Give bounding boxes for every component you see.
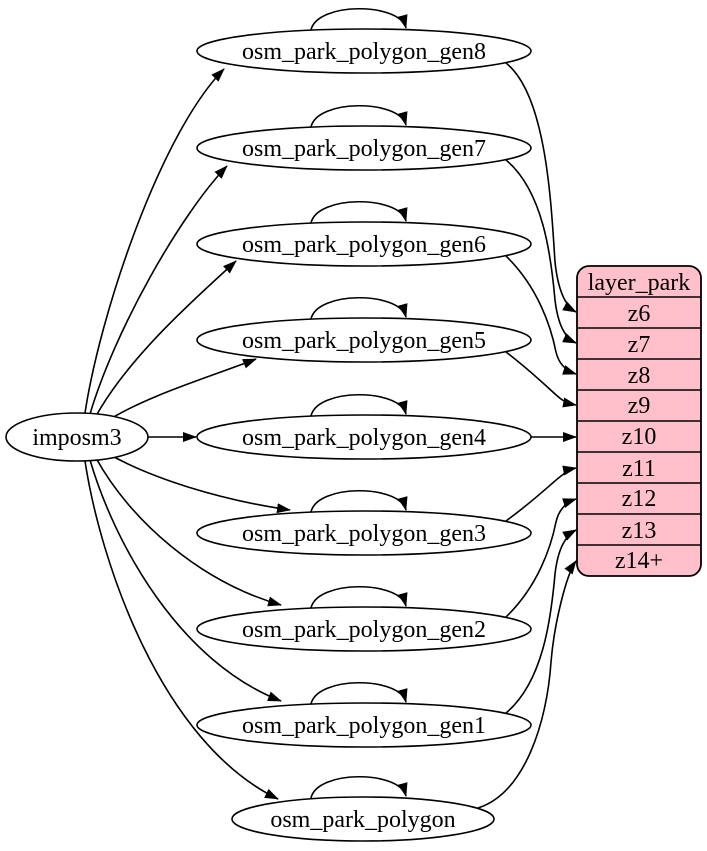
edge-imposm3-to-osm_park_polygon_gen6 <box>95 260 237 417</box>
node-osm_park_polygon_gen5: osm_park_polygon_gen5 <box>196 317 532 363</box>
osm_park_polygon_gen1-label: osm_park_polygon_gen1 <box>242 713 486 739</box>
osm_park_polygon_gen6-label: osm_park_polygon_gen6 <box>242 232 486 258</box>
osm_park_polygon_gen4-label: osm_park_polygon_gen4 <box>242 425 486 451</box>
edge-imposm3-to-osm_park_polygon_gen1 <box>89 459 282 702</box>
osm_park_polygon-label: osm_park_polygon <box>270 807 455 833</box>
layer_park-row-z10: z10 <box>622 424 657 450</box>
layer_park-row-z12: z12 <box>622 486 657 512</box>
imposm3-ellipse <box>5 412 149 462</box>
edge-osm_park_polygon_gen8-to-z6 <box>505 62 577 313</box>
edge-imposm3-to-osm_park_polygon <box>84 460 279 800</box>
osm_park_polygon_gen5-label: osm_park_polygon_gen5 <box>242 328 486 354</box>
node-osm_park_polygon_gen4: osm_park_polygon_gen4 <box>196 414 532 460</box>
node-layer_park: layer_park z6 z7 z8 z9 z10 z11 z12 z13 z… <box>576 265 702 577</box>
layer_park-row-z8: z8 <box>628 363 651 389</box>
layer_park-row-z11: z11 <box>622 456 656 482</box>
layer_park-row-z6: z6 <box>628 301 651 327</box>
layer_park-row-z13: z13 <box>622 518 657 544</box>
osm_park_polygon_gen7-ellipse <box>196 125 532 171</box>
layer_park-title: layer_park <box>588 270 691 296</box>
selfloop-osm_park_polygon_gen6 <box>310 200 408 224</box>
selfloop-osm_park_polygon_gen8 <box>310 7 408 31</box>
osm_park_polygon_gen4-ellipse <box>196 414 532 460</box>
edge-osm_park_polygon_gen2-to-z12 <box>505 498 577 618</box>
osm_park_polygon_gen6-ellipse <box>196 221 532 267</box>
edge-imposm3-to-osm_park_polygon_gen7 <box>89 165 228 415</box>
node-osm_park_polygon: osm_park_polygon <box>231 796 495 842</box>
osm_park_polygon_gen3-ellipse <box>196 510 532 556</box>
osm_park_polygon_gen2-label: osm_park_polygon_gen2 <box>242 617 486 643</box>
osm_park_polygon_gen7-label: osm_park_polygon_gen7 <box>242 136 486 162</box>
edge-imposm3-to-osm_park_polygon_gen8 <box>84 68 225 414</box>
selfloop-osm_park_polygon_gen2 <box>310 585 408 609</box>
edge-osm_park_polygon_gen3-to-z11 <box>505 465 577 522</box>
osm_park_polygon_gen8-label: osm_park_polygon_gen8 <box>242 39 486 65</box>
edge-osm_park_polygon_gen6-to-z8 <box>505 255 577 375</box>
osm_park_polygon_gen8-ellipse <box>196 28 532 74</box>
node-osm_park_polygon_gen3: osm_park_polygon_gen3 <box>196 510 532 556</box>
imposm3-label: imposm3 <box>32 425 121 451</box>
node-osm_park_polygon_gen6: osm_park_polygon_gen6 <box>196 221 532 267</box>
edge-imposm3-to-osm_park_polygon_gen3 <box>106 452 291 514</box>
layer_park-row-z9: z9 <box>628 393 651 419</box>
layer_park-row-z14plus: z14+ <box>615 548 663 574</box>
edge-osm_park_polygon_gen5-to-z9 <box>505 351 577 408</box>
selfloop-osm_park_polygon_gen5 <box>310 296 408 320</box>
osm_park_polygon_gen5-ellipse <box>196 317 532 363</box>
edge-osm_park_polygon_gen1-to-z13 <box>505 529 577 714</box>
node-osm_park_polygon_gen2: osm_park_polygon_gen2 <box>196 606 532 652</box>
osm_park_polygon-ellipse <box>231 796 495 842</box>
selfloop-osm_park_polygon <box>310 775 408 799</box>
edge-imposm3-to-osm_park_polygon_gen5 <box>106 358 257 422</box>
layer_park-row-z7: z7 <box>628 332 651 358</box>
selfloop-osm_park_polygon_gen1 <box>310 681 408 705</box>
edge-imposm3-to-osm_park_polygon_gen2 <box>95 457 282 607</box>
node-imposm3: imposm3 <box>5 412 149 462</box>
selfloop-osm_park_polygon_gen7 <box>310 104 408 128</box>
osm_park_polygon_gen1-ellipse <box>196 702 532 748</box>
edges-layer <box>84 7 577 809</box>
osm_park_polygon_gen2-ellipse <box>196 606 532 652</box>
edge-osm_park_polygon-to-z14plus <box>477 560 577 809</box>
node-osm_park_polygon_gen8: osm_park_polygon_gen8 <box>196 28 532 74</box>
selfloop-osm_park_polygon_gen3 <box>310 489 408 513</box>
selfloop-osm_park_polygon_gen4 <box>310 393 408 417</box>
node-osm_park_polygon_gen7: osm_park_polygon_gen7 <box>196 125 532 171</box>
edge-osm_park_polygon_gen7-to-z7 <box>505 159 577 344</box>
osm_park_polygon_gen3-label: osm_park_polygon_gen3 <box>242 521 486 547</box>
node-osm_park_polygon_gen1: osm_park_polygon_gen1 <box>196 702 532 748</box>
